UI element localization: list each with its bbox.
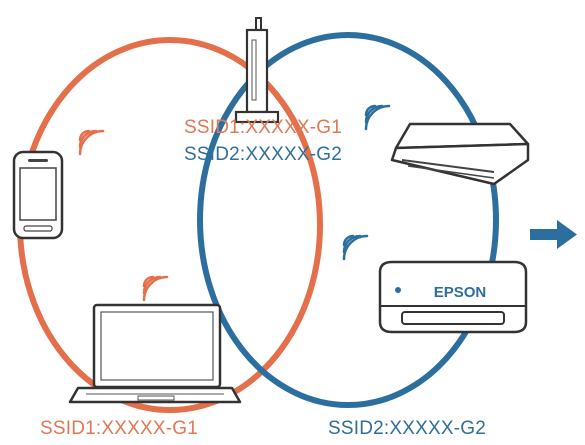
network-ssid1-label: SSID1:XXXXX-G1: [40, 418, 199, 439]
wifi-signal-icon: [342, 234, 369, 261]
wifi-signal-icon: [364, 104, 391, 131]
network-ssid2-ellipse: [197, 32, 499, 408]
scanner-icon: [390, 122, 530, 186]
printer-icon: EPSON: [378, 260, 528, 334]
router-ssid2-label: SSID2:XXXXX-G2: [184, 144, 343, 165]
router-ssid1-label: SSID1:XXXXX-G1: [184, 117, 343, 138]
smartphone-icon: [12, 150, 64, 240]
wifi-signal-icon: [142, 275, 169, 302]
wifi-signal-icon: [78, 129, 105, 156]
right-arrow-icon: [530, 220, 577, 249]
router-icon: [234, 17, 280, 124]
laptop-icon: [68, 303, 242, 404]
network-ssid2-label: SSID2:XXXXX-G2: [328, 418, 487, 439]
printer-brand-label: EPSON: [434, 284, 487, 301]
